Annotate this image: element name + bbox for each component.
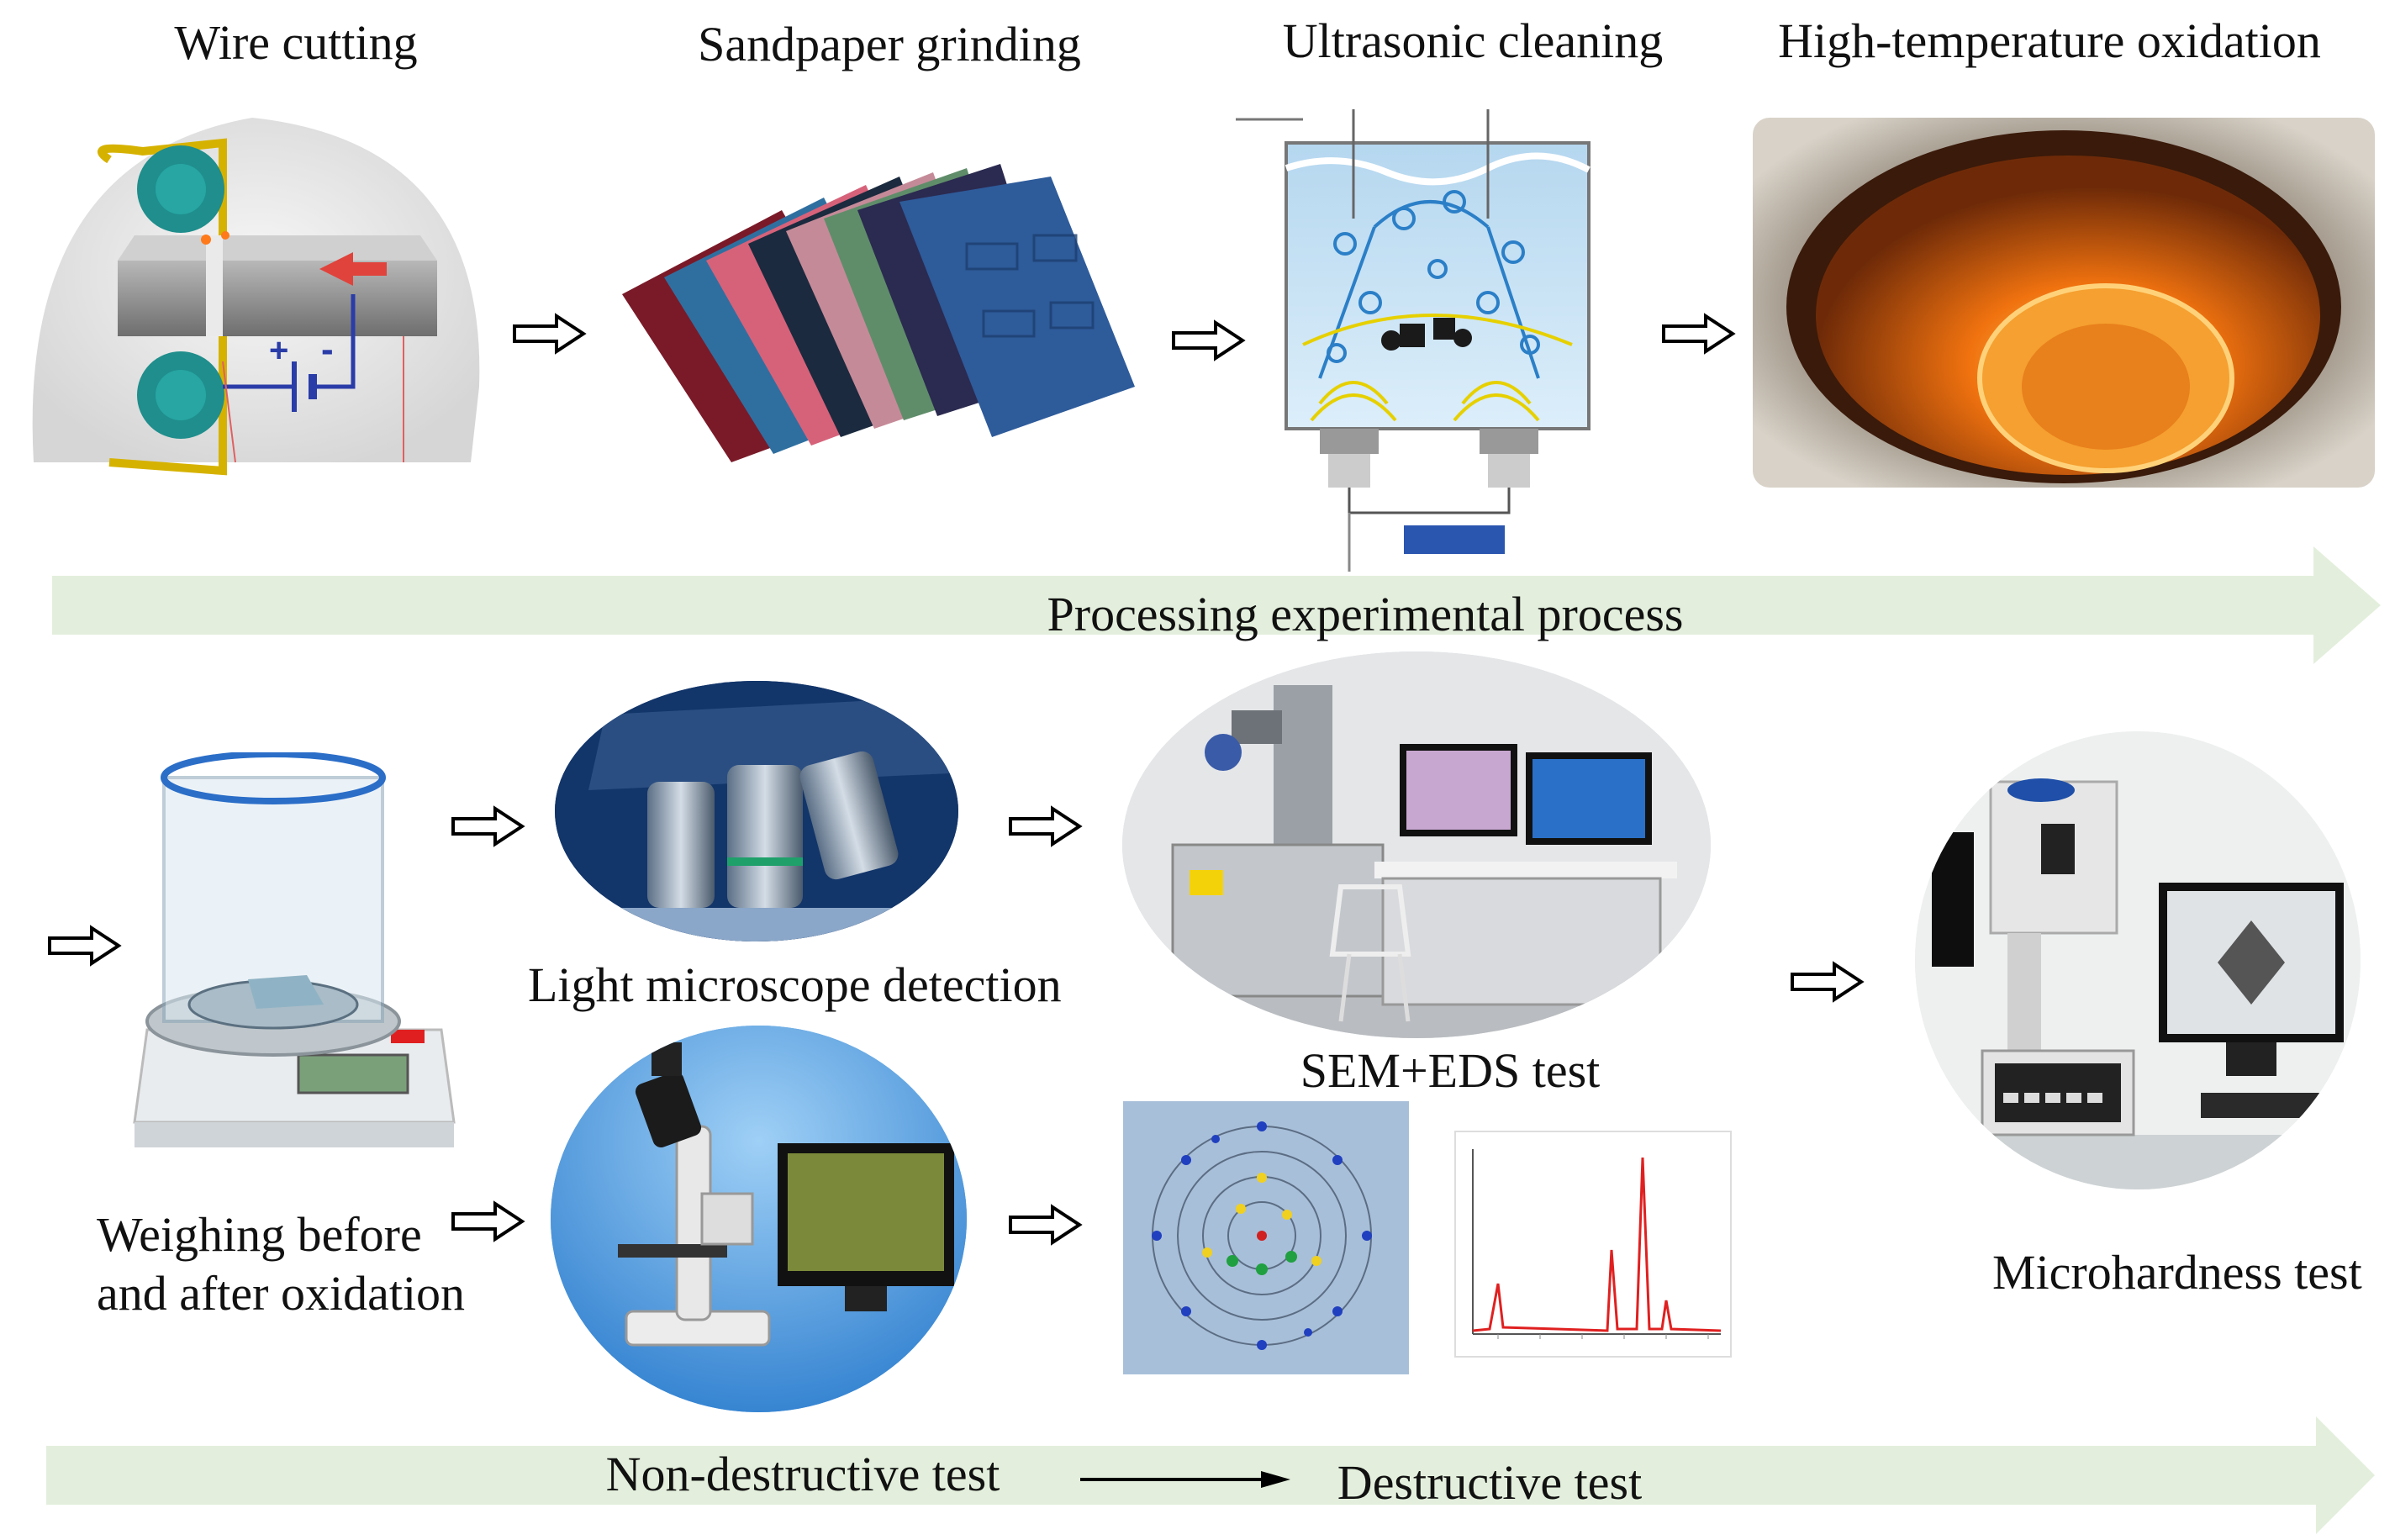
sandpaper-illustration xyxy=(614,151,1152,471)
label-ultrasonic-cleaning: Ultrasonic cleaning xyxy=(1282,13,1664,68)
flow-arrow-icon xyxy=(1009,1204,1083,1246)
process-band-arrow xyxy=(52,546,2381,664)
flow-arrow-icon xyxy=(1662,313,1736,355)
label-weighing-line1: Weighing before xyxy=(97,1207,422,1262)
label-sandpaper-grinding: Sandpaper grinding xyxy=(698,17,1081,71)
flow-arrow-icon xyxy=(1009,805,1083,847)
eds-spectrum-image xyxy=(1454,1131,1732,1358)
long-arrow-icon xyxy=(1080,1471,1290,1488)
microscope-monitor-image xyxy=(551,1026,967,1412)
label-sem-eds: SEM+EDS test xyxy=(1300,1043,1601,1098)
label-high-temp-oxidation: High-temperature oxidation xyxy=(1778,13,2321,68)
label-light-microscope: Light microscope detection xyxy=(528,957,1062,1012)
balance-illustration xyxy=(130,752,458,1164)
flow-arrow-icon xyxy=(451,1200,525,1242)
flow-arrow-icon xyxy=(513,313,587,355)
label-wire-cutting: Wire cutting xyxy=(174,15,418,70)
objective-lenses-image xyxy=(555,681,958,941)
label-nondestructive: Non-destructive test xyxy=(605,1447,1000,1501)
furnace-illustration xyxy=(1753,118,2375,488)
sem-lab-image xyxy=(1122,651,1711,1038)
ultrasonic-cleaning-illustration xyxy=(1236,92,1631,572)
atom-model-image xyxy=(1123,1101,1409,1374)
label-destructive: Destructive test xyxy=(1337,1455,1643,1510)
label-processing-process: Processing experimental process xyxy=(1047,587,1684,641)
label-microhardness: Microhardness test xyxy=(1992,1245,2362,1300)
microhardness-tester-image xyxy=(1915,731,2361,1189)
flow-arrow-icon xyxy=(1172,319,1246,361)
flow-arrow-icon xyxy=(451,805,525,847)
flow-arrow-icon xyxy=(48,925,122,967)
battery-minus-sign: - xyxy=(321,329,334,370)
battery-plus-sign: + xyxy=(269,332,288,369)
flow-arrow-icon xyxy=(1791,961,1865,1003)
test-band-arrow xyxy=(46,1416,2375,1534)
wire-cutting-illustration: + - xyxy=(17,109,488,488)
label-weighing-line2: and after oxidation xyxy=(97,1266,466,1321)
